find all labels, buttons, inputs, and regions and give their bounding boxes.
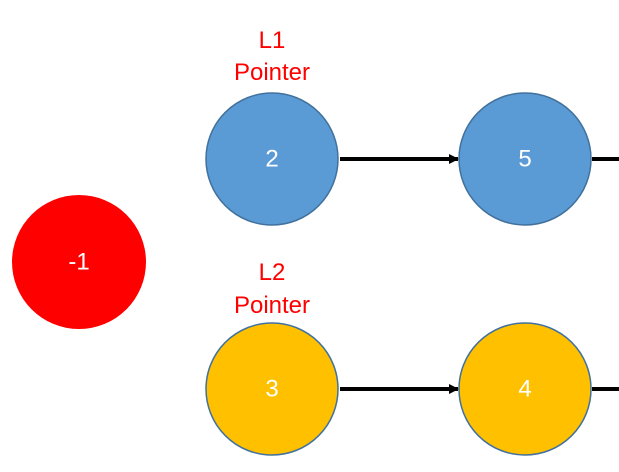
list1-node-2-value: 5 — [518, 146, 531, 173]
l2-pointer-subtitle: Pointer — [234, 292, 310, 319]
list1-node-1-value: 2 — [265, 146, 278, 173]
list1-node-2: 5 — [458, 92, 592, 226]
sentinel-node: -1 — [12, 195, 146, 329]
l1-pointer-label: L1 Pointer — [234, 27, 310, 86]
list2-node-1-circle — [205, 322, 339, 456]
list1-node-1-circle — [205, 92, 339, 226]
l2-pointer-title: L2 — [259, 259, 286, 286]
list2-node-2-circle — [458, 322, 592, 456]
list1-node-2-circle — [458, 92, 592, 226]
l1-pointer-title: L1 — [259, 27, 286, 54]
list1-node-1: 2 — [205, 92, 339, 226]
sentinel-circle — [12, 195, 146, 329]
l1-pointer-subtitle: Pointer — [234, 59, 310, 86]
list2-node-2-value: 4 — [518, 376, 531, 403]
list2-node-1-value: 3 — [265, 376, 278, 403]
list2-row: 3 4 — [205, 322, 619, 456]
sentinel-value: -1 — [68, 249, 89, 276]
l2-pointer-label: L2 Pointer — [234, 259, 310, 319]
list1-row: 2 5 — [205, 92, 619, 226]
list2-node-2: 4 — [458, 322, 592, 456]
list2-node-1: 3 — [205, 322, 339, 456]
